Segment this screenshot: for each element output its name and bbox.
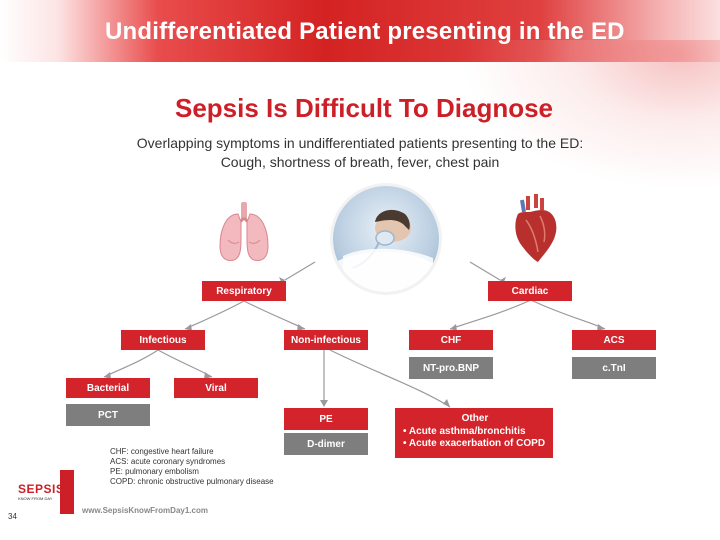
- other-conditions-box: Other • Acute asthma/bronchitis • Acute …: [395, 408, 553, 458]
- pct-test-box: PCT: [66, 404, 150, 426]
- abbrev-acs: ACS: acute coronary syndromes: [110, 457, 226, 466]
- page-number: 34: [8, 512, 17, 521]
- slide-subtitle: Overlapping symptoms in undifferentiated…: [60, 134, 660, 172]
- other-item-copd: • Acute exacerbation of COPD: [403, 438, 546, 449]
- subtitle-line-2: Cough, shortness of breath, fever, chest…: [220, 154, 500, 170]
- logo-text: SEPSIS: [18, 482, 65, 496]
- header-banner: [0, 0, 720, 62]
- patient-with-oxygen-mask-photo: [333, 186, 439, 292]
- slide-title: Sepsis Is Difficult To Diagnose: [174, 93, 554, 123]
- infectious-box: Infectious: [121, 330, 205, 350]
- subtitle-line-1: Overlapping symptoms in undifferentiated…: [136, 135, 584, 151]
- logo-numeral-one: [60, 470, 74, 514]
- nt-pro-bnp-test-box: NT-pro.BNP: [409, 357, 493, 379]
- pe-box: PE: [284, 408, 368, 430]
- other-title: Other: [461, 413, 489, 424]
- cardiac-box: Cardiac: [488, 281, 572, 301]
- viral-box: Viral: [174, 378, 258, 398]
- footer-url[interactable]: www.SepsisKnowFromDay1.com: [82, 506, 208, 515]
- acs-box: ACS: [572, 330, 656, 350]
- lungs-icon: [219, 202, 269, 261]
- logo-tagline: KNOW FROM DAY: [18, 496, 53, 501]
- abbreviations-legend: CHF: congestive heart failure ACS: acute…: [110, 447, 274, 487]
- abbrev-pe: PE: pulmonary embolism: [110, 467, 199, 476]
- other-item-asthma: • Acute asthma/bronchitis: [403, 426, 526, 437]
- patient-image: [333, 209, 439, 292]
- ctni-test-box: c.TnI: [572, 357, 656, 379]
- abbrev-chf: CHF: congestive heart failure: [110, 447, 214, 456]
- banner-title: Undifferentiated Patient presenting in t…: [105, 18, 625, 45]
- decorative-gradient: [460, 40, 720, 190]
- bacterial-box: Bacterial: [66, 378, 150, 398]
- non-infectious-box: Non-infectious: [284, 330, 368, 350]
- respiratory-box: Respiratory: [202, 281, 286, 301]
- d-dimer-test-box: D-dimer: [284, 433, 368, 455]
- chf-box: CHF: [409, 330, 493, 350]
- heart-icon: [515, 194, 557, 262]
- sepsis-logo: SEPSIS KNOW FROM DAY: [18, 466, 78, 516]
- abbrev-copd: COPD: chronic obstructive pulmonary dise…: [110, 477, 274, 486]
